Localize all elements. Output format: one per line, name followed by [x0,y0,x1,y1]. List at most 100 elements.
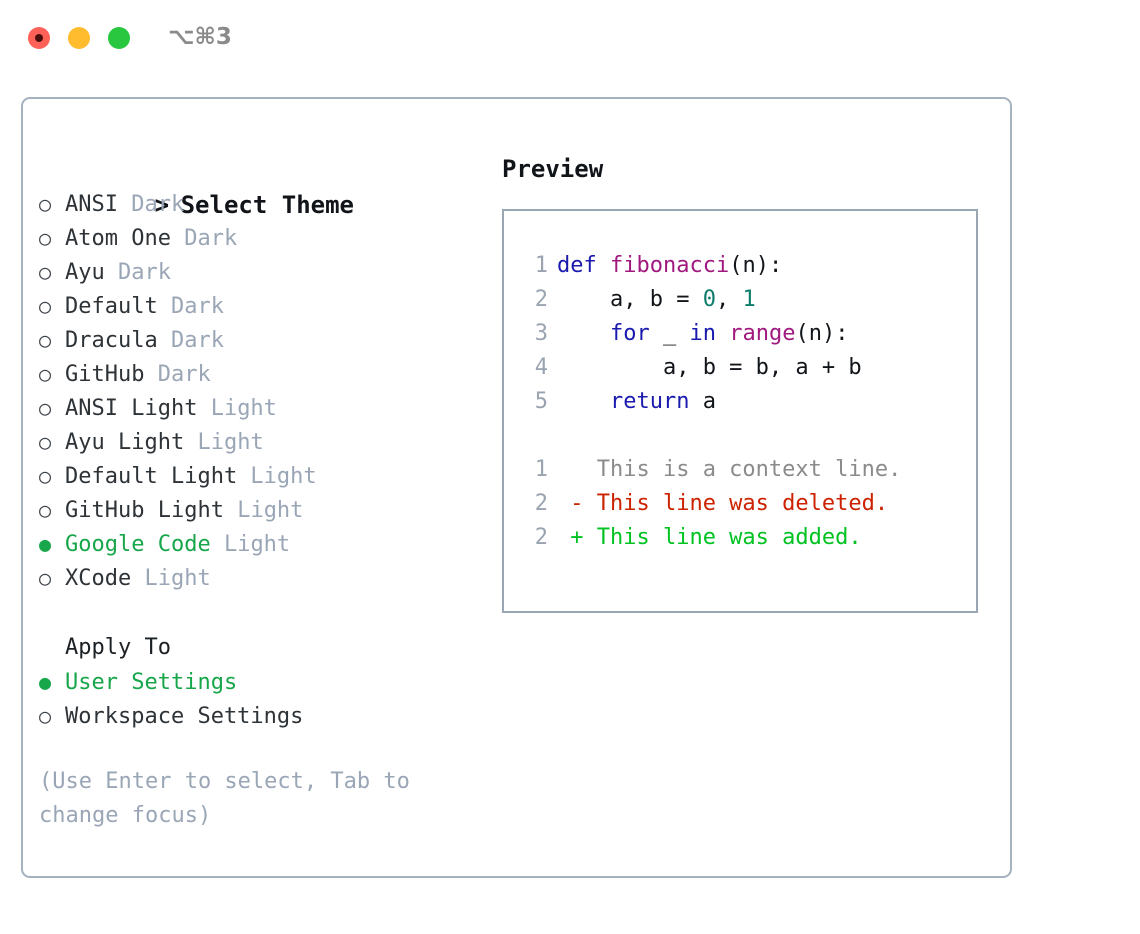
radio-unselected-icon: ○ [39,396,52,420]
radio-unselected-icon: ○ [39,362,52,386]
theme-list-item[interactable]: ○ XCode Light [39,561,469,595]
theme-list-item[interactable]: ○ ANSI Dark [39,187,469,221]
radio-unselected-icon: ○ [39,192,52,216]
theme-name: ANSI Light [65,396,198,421]
apply-to-list: ● User Settings ○ Workspace Settings [39,665,469,733]
code-token: a, b = [557,287,703,312]
diff-line: 2 + This line was added. [522,521,976,555]
theme-list-item[interactable]: ○Ayu Dark [39,255,469,289]
radio-unselected-icon: ○ [39,260,52,284]
theme-picker-column: >Select Theme ○ANSI Dark○Atom One Dark○A… [39,151,469,833]
theme-variant: Light [131,566,211,591]
preview-header: Preview [502,155,604,183]
radio-selected-icon: ● [39,532,52,556]
theme-name: Google Code [65,532,211,557]
radio-unselected-icon: ○ [39,566,52,590]
caret-icon: > [154,191,170,219]
theme-list-item[interactable]: ○ ANSI Light Light [39,391,469,425]
theme-name: Default Light [65,464,238,489]
theme-variant: Light [197,396,277,421]
theme-variant: Dark [170,226,238,251]
theme-name: ANSI [65,192,118,217]
code-diff-spacer [522,419,976,453]
code-token: , [715,287,743,312]
radio-unselected-icon: ○ [39,498,52,522]
theme-list-item[interactable]: ○ Atom One Dark [39,221,469,255]
theme-list-item[interactable]: ● Google Code Light [39,527,469,561]
code-token [557,389,610,414]
theme-list-item[interactable]: ○Default Dark [39,289,469,323]
theme-name: Atom One [65,226,171,251]
theme-variant: Dark [104,260,171,285]
theme-list-item[interactable]: ○GitHub Dark [39,357,469,391]
radio-unselected-icon: ○ [39,704,52,728]
code-token [557,321,610,346]
theme-variant: Light [223,498,304,523]
code-token: (n): [795,321,849,346]
code-token: _ [649,321,690,346]
line-number: 2 [534,525,548,550]
theme-name: XCode [65,566,132,591]
code-token: - This line was deleted. [557,491,889,516]
code-token: return [609,389,690,414]
code-line: 5 return a [522,385,976,419]
code-token: This is a context line. [557,457,902,482]
theme-variant: Dark [157,328,224,353]
minimize-icon[interactable] [68,27,90,49]
code-token: a [689,389,716,414]
theme-list-item[interactable]: ○GitHub Light Light [39,493,469,527]
close-icon[interactable] [28,27,50,49]
line-number: 2 [534,491,548,516]
radio-unselected-icon: ○ [39,226,52,250]
line-number: 1 [534,457,548,482]
code-token: 1 [742,287,756,312]
radio-selected-icon: ● [39,670,52,694]
theme-name: GitHub [65,362,145,387]
window-shortcut-label: ⌥⌘3 [168,24,232,50]
code-token: for [609,321,650,346]
line-number: 1 [534,253,548,278]
code-token [716,321,729,346]
theme-variant: Light [184,430,264,455]
theme-variant: Dark [157,294,224,319]
theme-list-item[interactable]: ○Dracula Dark [39,323,469,357]
select-theme-header: > Select Theme [39,151,469,219]
code-token: (n): [729,253,783,278]
diff-line: 1 This is a context line. [522,453,976,487]
radio-unselected-icon: ○ [39,430,52,454]
line-number: 5 [534,389,548,414]
apply-to-label: Workspace Settings [65,704,304,729]
theme-name: Ayu Light [65,430,185,455]
code-token: 0 [702,287,716,312]
diff-block: 1 This is a context line. 2 - This line w… [522,453,976,555]
code-token: a, b = b, a + b [557,355,862,380]
apply-to-item[interactable]: ○ Workspace Settings [39,699,469,733]
theme-list-item[interactable]: ○Default Light Light [39,459,469,493]
code-token: range [729,321,796,346]
theme-variant: Light [210,532,291,557]
title-bar: ⌥⌘3 [0,0,1140,78]
line-number: 4 [534,355,548,380]
radio-unselected-icon: ○ [39,464,52,488]
code-line: 3 for _ in range(n): [522,317,976,351]
line-number: 3 [534,321,548,346]
apply-to-section: Apply To ● User Settings ○ Workspace Settin… [39,631,469,733]
apply-to-header: Apply To [65,635,171,660]
theme-variant: Dark [117,192,185,217]
code-line: 4 a, b = b, a + b [522,351,976,385]
apply-to-item[interactable]: ● User Settings [39,665,469,699]
code-token: + This line was added. [557,525,862,550]
theme-list-item[interactable]: ○ Ayu Light Light [39,425,469,459]
line-number: 2 [534,287,548,312]
maximize-icon[interactable] [108,27,130,49]
theme-name: Default [65,294,158,319]
apply-to-label: User Settings [65,670,238,695]
select-theme-title: Select Theme [180,191,354,219]
main-panel: >Select Theme ○ANSI Dark○Atom One Dark○A… [21,97,1012,878]
code-token: def [557,253,610,278]
